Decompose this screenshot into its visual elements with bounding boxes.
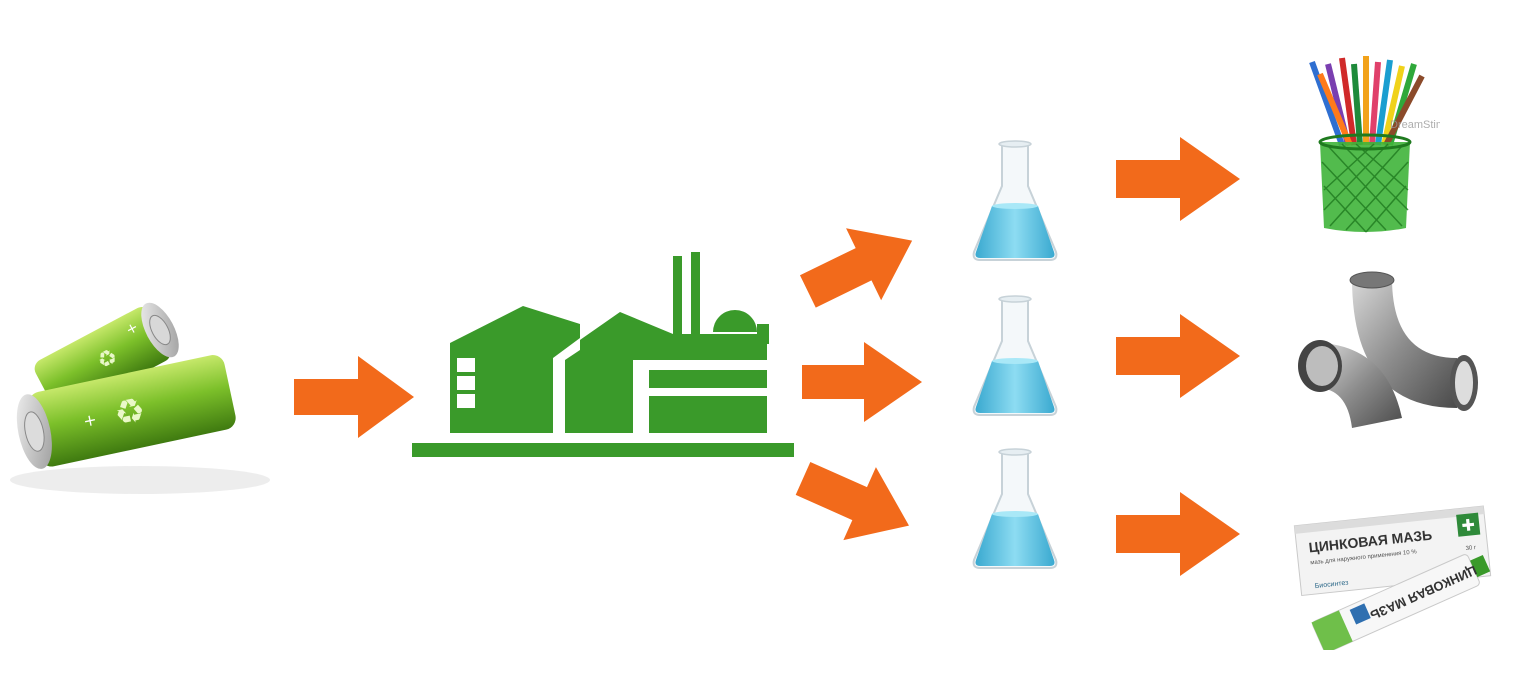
process-arrow xyxy=(792,456,922,548)
pencil-cup-icon: DreamStime xyxy=(1290,50,1440,240)
steel-pipe-elbow-icon xyxy=(1292,268,1492,438)
svg-text:✚: ✚ xyxy=(1461,515,1476,535)
recycled-battery-icon: ♻ + ♻ + xyxy=(0,290,310,520)
process-arrow xyxy=(1112,133,1244,225)
process-arrow xyxy=(798,218,928,310)
flask-icon xyxy=(970,295,1060,420)
svg-text:+: + xyxy=(81,410,98,431)
watermark-text: DreamStime xyxy=(1390,119,1440,131)
process-arrow xyxy=(290,352,420,442)
brand-label: Биосинтез xyxy=(1314,580,1348,590)
process-arrow xyxy=(800,338,926,426)
process-arrow xyxy=(1112,310,1244,402)
box-weight: 30 г xyxy=(1465,545,1477,552)
factory-icon xyxy=(405,248,800,463)
flask-icon xyxy=(970,448,1060,573)
flask-icon xyxy=(970,140,1060,265)
process-arrow xyxy=(1112,488,1244,580)
zinc-ointment-icon: ✚ ЦИНКОВАЯ МАЗЬ мазь для наружного приме… xyxy=(1290,495,1510,650)
